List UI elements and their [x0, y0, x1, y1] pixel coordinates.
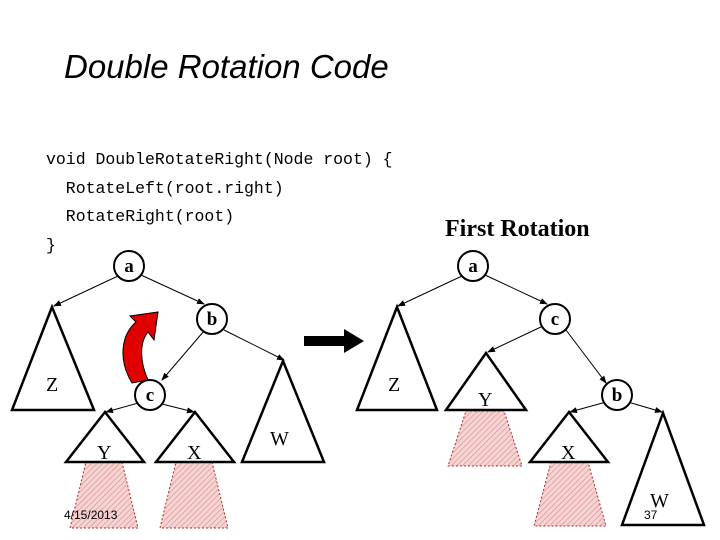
edge-ra-c — [484, 274, 548, 305]
left-subtree-w-label: W — [270, 428, 289, 450]
edge-rb-w — [627, 401, 663, 413]
footer-date: 4/15/2013 — [64, 508, 118, 522]
left-node-c-label: c — [146, 385, 154, 406]
edge-b-c — [161, 330, 205, 381]
right-subtree-z-label: Z — [388, 374, 400, 396]
left-node-a-label: a — [124, 256, 134, 277]
right-node-a — [457, 250, 489, 282]
code-line-4: } — [46, 235, 56, 255]
edge-rc-y — [487, 325, 544, 353]
first-rotation-label: First Rotation — [445, 216, 590, 242]
footer-page-number: 37 — [644, 508, 658, 522]
left-subtree-y-label: Y — [97, 442, 111, 464]
right-subtree-w — [620, 409, 706, 527]
left-node-b-label: b — [207, 309, 218, 330]
code-line-3: RotateRight(root) — [46, 207, 235, 226]
left-subtree-x-label: X — [187, 442, 202, 464]
edge-b-w — [223, 329, 285, 361]
left-subtree-x — [153, 409, 237, 464]
right-subtree-y-label: Y — [478, 389, 492, 411]
left-node-c — [134, 379, 166, 411]
right-shadow-y — [447, 410, 523, 467]
transition-arrow-icon — [304, 329, 364, 353]
rotate-left-arrow-icon — [122, 311, 159, 384]
right-node-c — [539, 303, 571, 335]
right-node-c-label: c — [551, 309, 559, 330]
right-node-b — [601, 379, 633, 411]
slide-title: Double Rotation Code — [64, 48, 389, 85]
right-subtree-x — [527, 409, 611, 464]
right-subtree-w-label: W — [650, 490, 669, 512]
left-tree: Z W Y X a b c — [10, 250, 326, 529]
edge-a-b — [140, 274, 205, 305]
right-subtree-z — [355, 303, 439, 412]
left-subtree-z-label: Z — [46, 374, 58, 396]
right-subtree-x-label: X — [561, 442, 576, 464]
left-node-b — [196, 303, 228, 335]
right-subtree-y — [443, 350, 529, 412]
code-line-2: RotateLeft(root.right) — [46, 178, 284, 198]
right-tree: Z Y X W a c b — [355, 250, 706, 527]
edge-rc-b — [565, 329, 607, 384]
code-line-1: void DoubleRotateRight(Node root) { — [46, 150, 393, 169]
left-subtree-z — [10, 303, 96, 412]
right-node-b-label: b — [612, 385, 623, 406]
edge-c-y — [105, 401, 143, 414]
edge-rb-x — [569, 401, 607, 414]
left-node-a — [113, 250, 145, 282]
left-subtree-w — [240, 357, 326, 464]
edge-ra-z — [397, 275, 463, 307]
edge-c-x — [161, 403, 195, 414]
right-shadow-x — [533, 461, 607, 527]
right-node-a-label: a — [468, 256, 478, 277]
left-shadow-x — [159, 461, 229, 529]
left-subtree-y — [63, 409, 147, 464]
code-block: void DoubleRotateRight(Node root) { Rota… — [46, 146, 393, 260]
edge-a-z — [53, 275, 119, 307]
